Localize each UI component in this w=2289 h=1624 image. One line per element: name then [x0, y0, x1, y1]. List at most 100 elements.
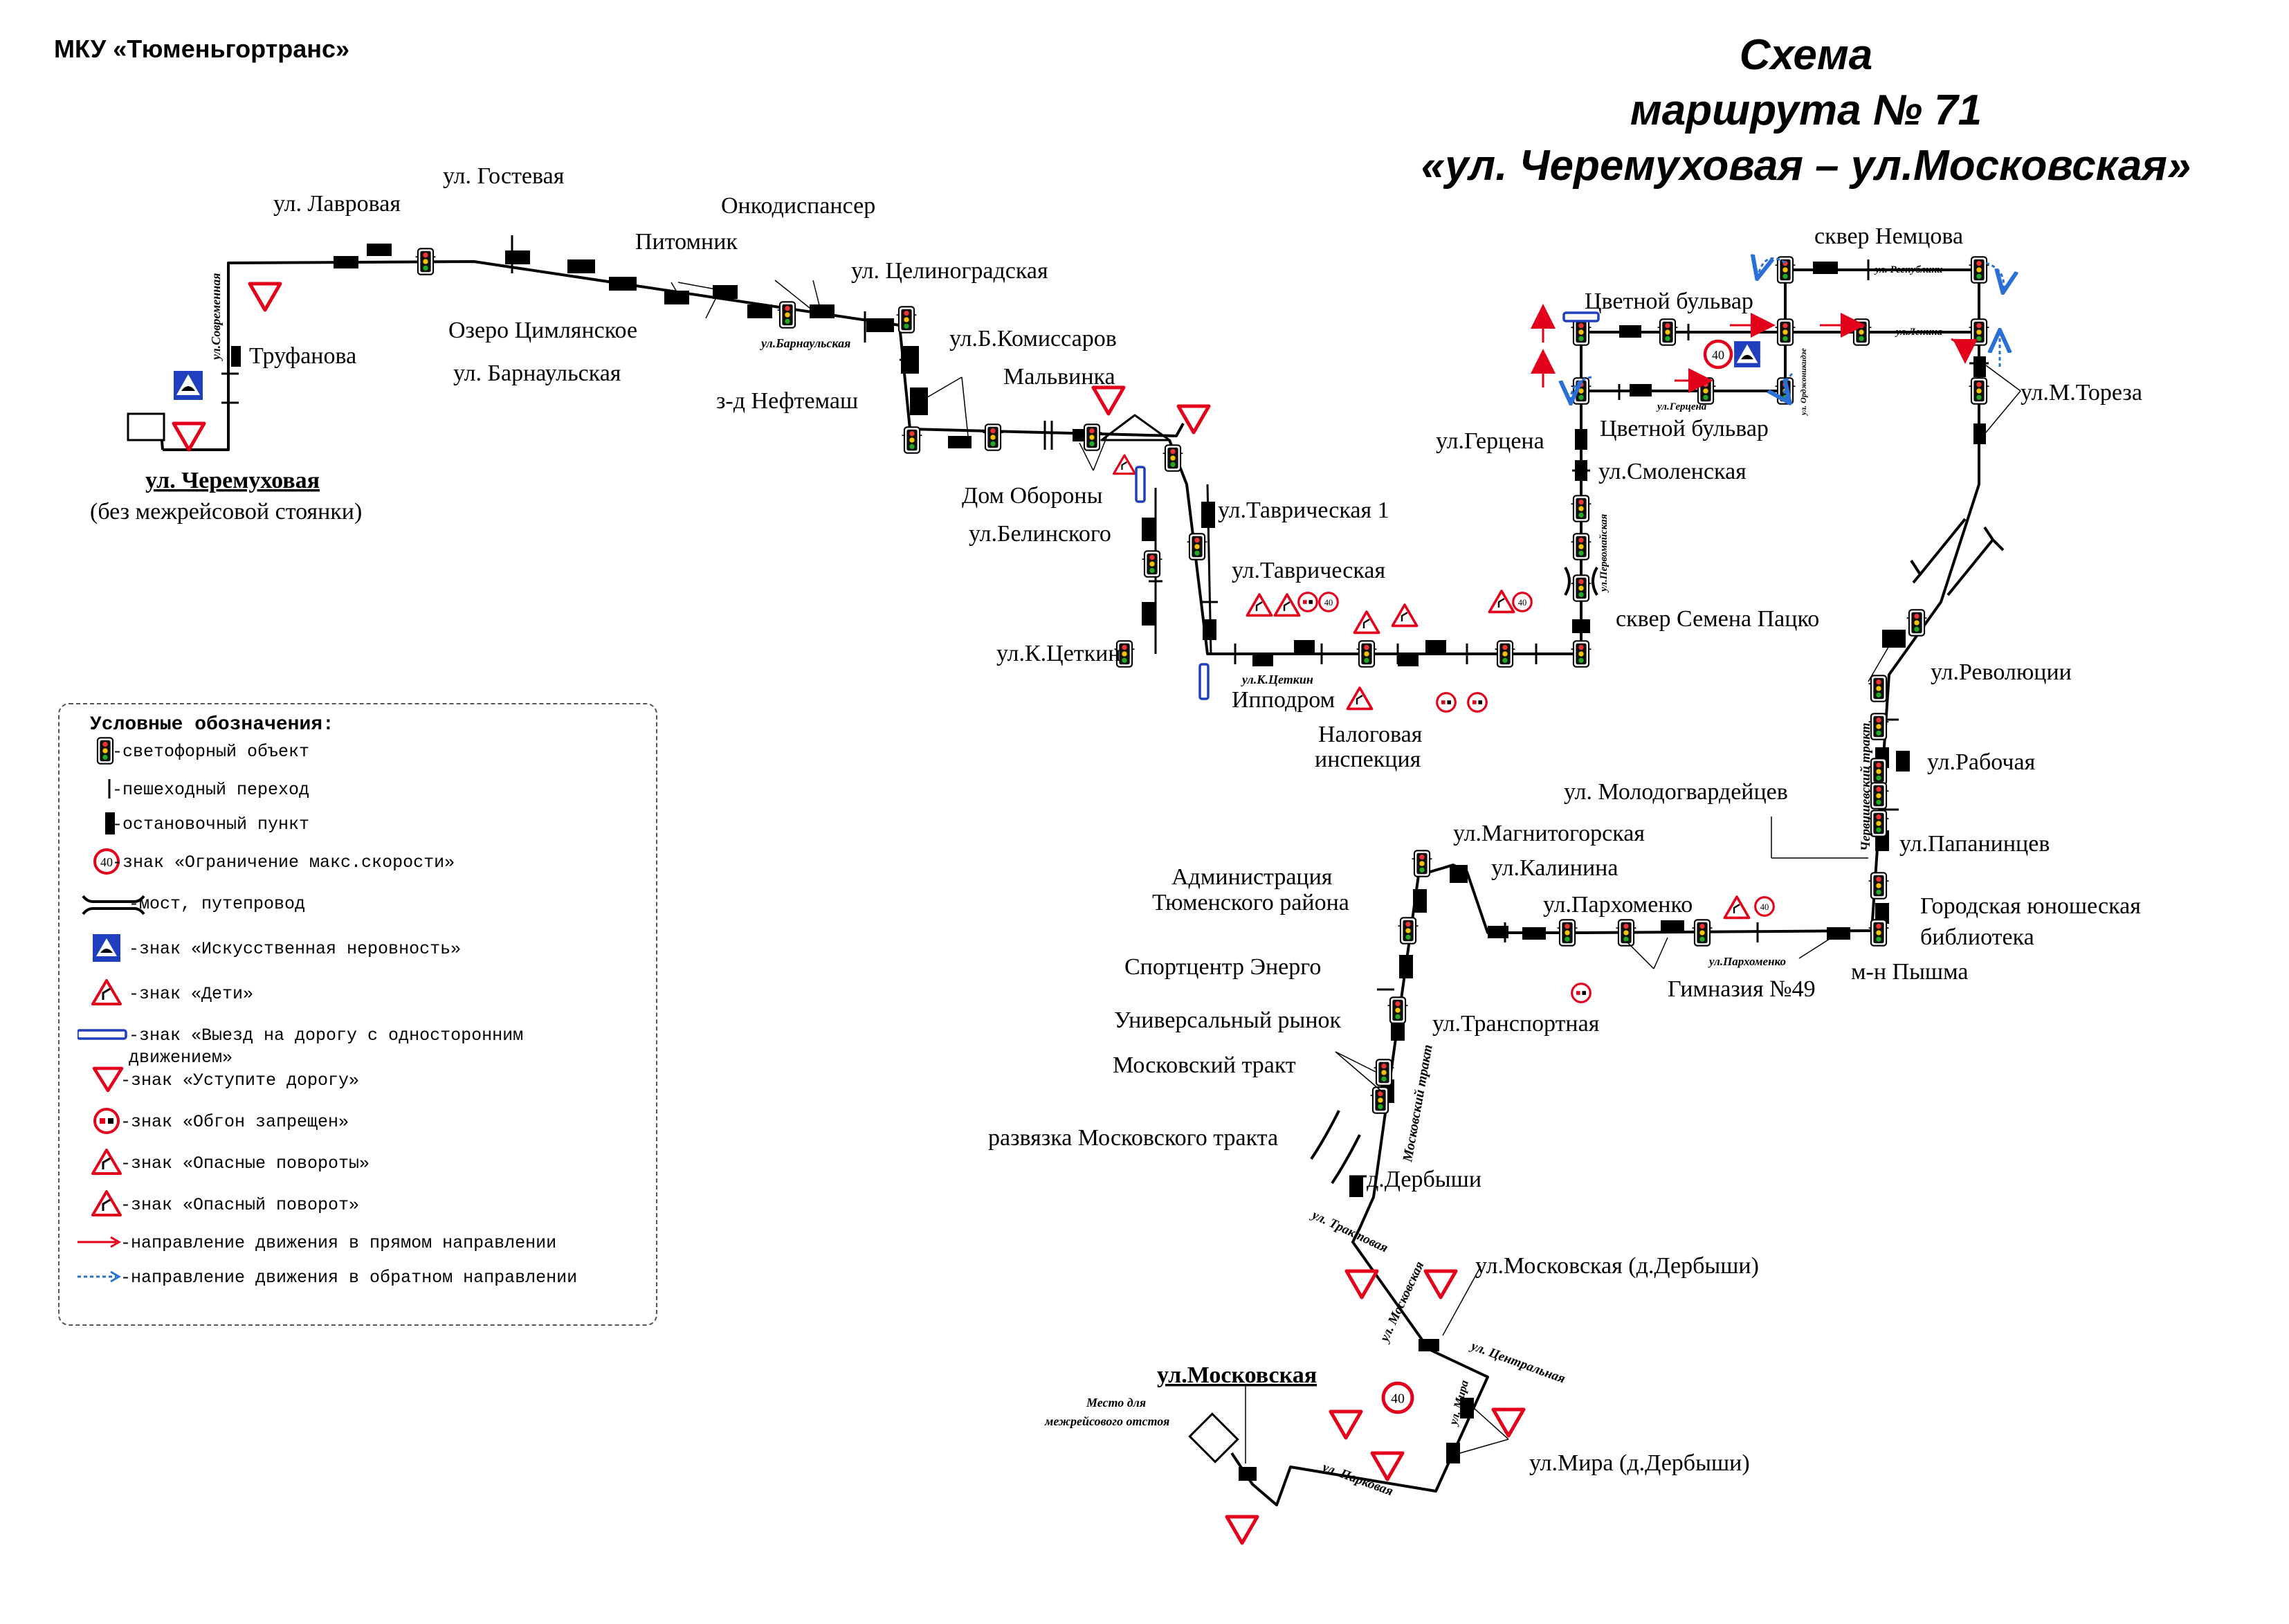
bridge-chervishevsky [1910, 518, 2005, 596]
traffic-light-icon [1775, 256, 1796, 284]
legend-item-text: -пешеходный переход [112, 780, 310, 800]
no-overtaking-sign-icon [1297, 592, 1318, 612]
legend-item: -знак «Искусственная неровность» [60, 933, 659, 967]
bus-stop-mira-2 [1446, 1443, 1460, 1463]
organization-name: МКУ «Тюменьгортранс» [54, 35, 350, 63]
bus-stop-mira-1 [1460, 1398, 1474, 1418]
stop-label-patsko: сквер Семена Пацко [1616, 606, 1819, 632]
route-loop-dom-oborony [1100, 414, 1171, 441]
traffic-light-icon [1571, 574, 1592, 602]
scheme-title-line-2: маршрута № 71 [1630, 86, 1982, 134]
bus-stop-energo [1399, 955, 1413, 978]
dangerous-curve-sign-icon [91, 1190, 122, 1216]
street-moskovskaya: ул. Московская [1377, 1259, 1428, 1345]
bus-stop-tselinogradskaya [866, 318, 894, 332]
legend-item-text: -знак «Дети» [129, 984, 254, 1004]
stop-label-tsvetnoy-1: Цветной бульвар [1585, 289, 1753, 314]
yield-sign-icon [92, 1066, 124, 1093]
bus-stop-k-tsetkin [1142, 602, 1156, 626]
bus-stop-nalogovaya-2 [1425, 640, 1446, 653]
traffic-light-icon [1571, 377, 1592, 405]
street-ordzhonikidze: ул. Орджоникидзе [1798, 348, 1808, 417]
bus-stop-pitomnik-1 [664, 291, 689, 304]
stop-labels: Труфанова ул. Лавровая ул. Гостевая Озер… [249, 163, 2142, 1476]
speed-bump-sign-icon [93, 934, 120, 962]
street-pervomayskaya: ул.Первомайская [1598, 514, 1609, 593]
terminal-start-note: (без межрейсовой стоянки) [90, 499, 362, 524]
dangerous-curves-sign-icon [1488, 590, 1515, 614]
bus-stop-tsvetnoy-1 [1630, 384, 1652, 396]
street-moskovsky-trakt: Московский тракт [1400, 1043, 1436, 1164]
yield-sign-icon [1176, 404, 1211, 435]
speed-bump-sign-icon [1733, 340, 1762, 369]
bus-stop-nalogovaya-1 [1398, 654, 1419, 666]
legend-item: -светофорный объект [60, 736, 659, 770]
traffic-light-icon [1657, 318, 1678, 346]
legend-item-text: -мост, путепровод [129, 894, 306, 914]
stop-label-ippodrom: Ипподром [1232, 687, 1335, 713]
legend-item: -остановочный пункт [60, 808, 659, 843]
stop-label-molodogvardeytsev: ул. Молодогвардейцев [1564, 779, 1788, 805]
legend-item: -знак «Опасные повороты» [60, 1147, 659, 1182]
legend-item-text: -знак «Уступите дорогу» [120, 1070, 360, 1091]
traffic-light-icon [1495, 640, 1515, 668]
traffic-light-icon [415, 248, 436, 275]
traffic-light-icon [1969, 377, 1989, 405]
bus-stop-tavricheskaya-1 [1201, 502, 1215, 528]
svg-text:40: 40 [1518, 598, 1527, 608]
bus-stop-onko [810, 304, 835, 318]
dangerous-curve-sign-icon [1391, 603, 1419, 628]
label-leaders [671, 280, 2021, 1463]
dangerous-curves-sign-icon [1273, 593, 1301, 617]
bus-stop-toreza-1 [1973, 356, 1986, 377]
no-overtaking-sign-icon [1467, 692, 1488, 713]
traffic-light-icon [1571, 533, 1592, 560]
terminal-end-note-1: Место для [1086, 1396, 1146, 1409]
street-tsentralnaya: ул. Центральная [1468, 1338, 1567, 1386]
bus-stop-tavricheskaya [1203, 619, 1216, 640]
street-gertsena: ул.Герцена [1656, 401, 1707, 412]
traffic-light-icon [1387, 996, 1408, 1024]
stop-label-gostevaya: ул. Гостевая [443, 163, 565, 189]
legend-item: -пешеходный переход [60, 774, 659, 808]
stop-label-pyshma: м-н Пышма [1851, 959, 1969, 985]
stop-label-energo: Спортцентр Энерго [1124, 954, 1321, 980]
stop-label-tsvetnoy-2: Цветной бульвар [1600, 416, 1769, 441]
scheme-title: Схема маршрута № 71 «ул. Черемуховая – у… [1356, 28, 2256, 194]
bridge-moskovsky-trakt [1310, 1110, 1361, 1185]
yield-sign-icon [172, 421, 206, 452]
bus-stop-gertsena [1575, 429, 1587, 450]
traffic-light-icon [1851, 318, 1872, 346]
bus-stop-barnaulskaya [747, 304, 772, 318]
yield-sign-icon [1225, 1515, 1259, 1545]
stop-label-neftemash: з-д Нефтемаш [716, 388, 858, 414]
traffic-light-icon [1868, 782, 1889, 810]
street-parkhomenko: ул.Пархоменко [1708, 955, 1786, 968]
stop-label-moskovsky-trakt: Московский тракт [1113, 1052, 1296, 1078]
legend-item-text: -направление движения в обратном направл… [120, 1268, 578, 1288]
traffic-light-icon [1692, 919, 1713, 947]
legend-item-text: -остановочный пункт [112, 814, 310, 834]
bus-stop-komissarov [948, 436, 972, 448]
legend-item: 40-знак «Ограничение макс.скорости» [60, 846, 659, 881]
traffic-light-icon [1162, 444, 1183, 472]
legend-title: Условные обозначения: [90, 714, 334, 736]
bus-stop-ippodrom [1294, 640, 1315, 653]
legend-item: -знак «Выезд на дорогу с односторонним д… [60, 1019, 659, 1068]
stop-label-papanintsev: ул.Папанинцев [1899, 831, 2050, 857]
stop-label-parkhomenko: ул.Пархоменко [1543, 892, 1693, 918]
traffic-light-icon [1187, 533, 1207, 560]
legend-item-text: -знак «Опасные повороты» [120, 1153, 370, 1174]
crosswalk-icon [108, 779, 111, 799]
terminal-labels: ул. Черемуховая (без межрейсовой стоянки… [90, 468, 1317, 1428]
bus-stop-nemtsova [1813, 262, 1838, 274]
speed-limit-icon: 40 [1754, 896, 1775, 917]
no-overtaking-sign-icon [93, 1108, 120, 1134]
traffic-light-icon [1114, 640, 1135, 668]
traffic-light-icon [983, 423, 1003, 451]
stop-label-toreza: ул.М.Тореза [2021, 380, 2142, 405]
stop-label-gertsena: ул.Герцена [1436, 428, 1544, 454]
stop-label-nalogovaya: Налоговая [1318, 722, 1423, 747]
traffic-light-icon [1695, 377, 1716, 405]
